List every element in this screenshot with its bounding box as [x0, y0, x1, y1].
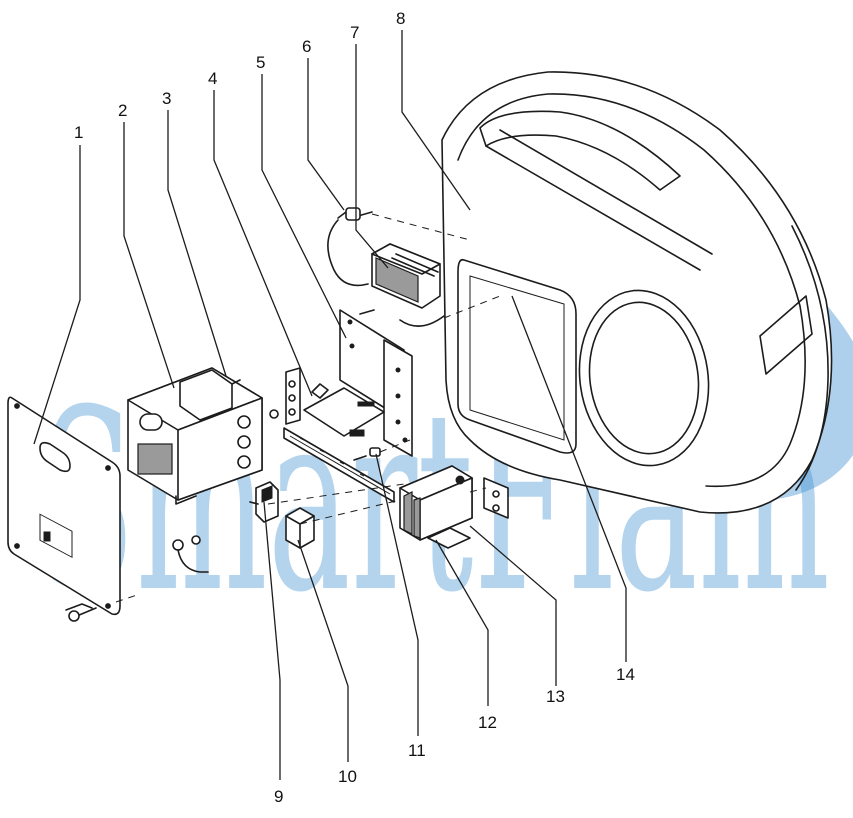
- callout-5: 5: [256, 53, 265, 72]
- callout-3: 3: [162, 89, 171, 108]
- callout-11: 11: [408, 741, 426, 760]
- part-1-cover-plate: [7, 396, 121, 622]
- callout-2: 2: [118, 101, 127, 120]
- burner-housing: [441, 71, 833, 514]
- din-rail: [283, 427, 395, 503]
- callout-7: 7: [350, 23, 359, 42]
- callout-labels: 1 2 3 4 5 6 7 8 9 10 11 12 13 14: [74, 9, 635, 806]
- leader-lines: [33, 30, 627, 780]
- part-7-ignition-transformer: [359, 243, 445, 327]
- callout-9: 9: [274, 787, 283, 806]
- callout-13: 13: [546, 687, 565, 706]
- callout-4: 4: [208, 69, 217, 88]
- part-4-bracket: [269, 367, 329, 425]
- part-6-ignition-cable: [327, 207, 373, 287]
- part-11-screw: [353, 447, 381, 461]
- ground-wire: [172, 535, 209, 573]
- callout-12: 12: [478, 713, 497, 732]
- part-10-relay-block: [285, 507, 315, 549]
- callout-8: 8: [396, 9, 405, 28]
- part-9-terminal-clip: [249, 481, 279, 523]
- callout-6: 6: [302, 37, 311, 56]
- assembly-dashed-lines: [115, 213, 501, 603]
- part-5-mounting-plate: [303, 309, 413, 457]
- part-2-control-box: [127, 367, 263, 505]
- callout-10: 10: [338, 767, 357, 786]
- part-13-contactor-bracket: [483, 477, 509, 519]
- callout-1: 1: [74, 123, 83, 142]
- callout-14: 14: [616, 665, 635, 684]
- part-12-contactor: [399, 465, 473, 549]
